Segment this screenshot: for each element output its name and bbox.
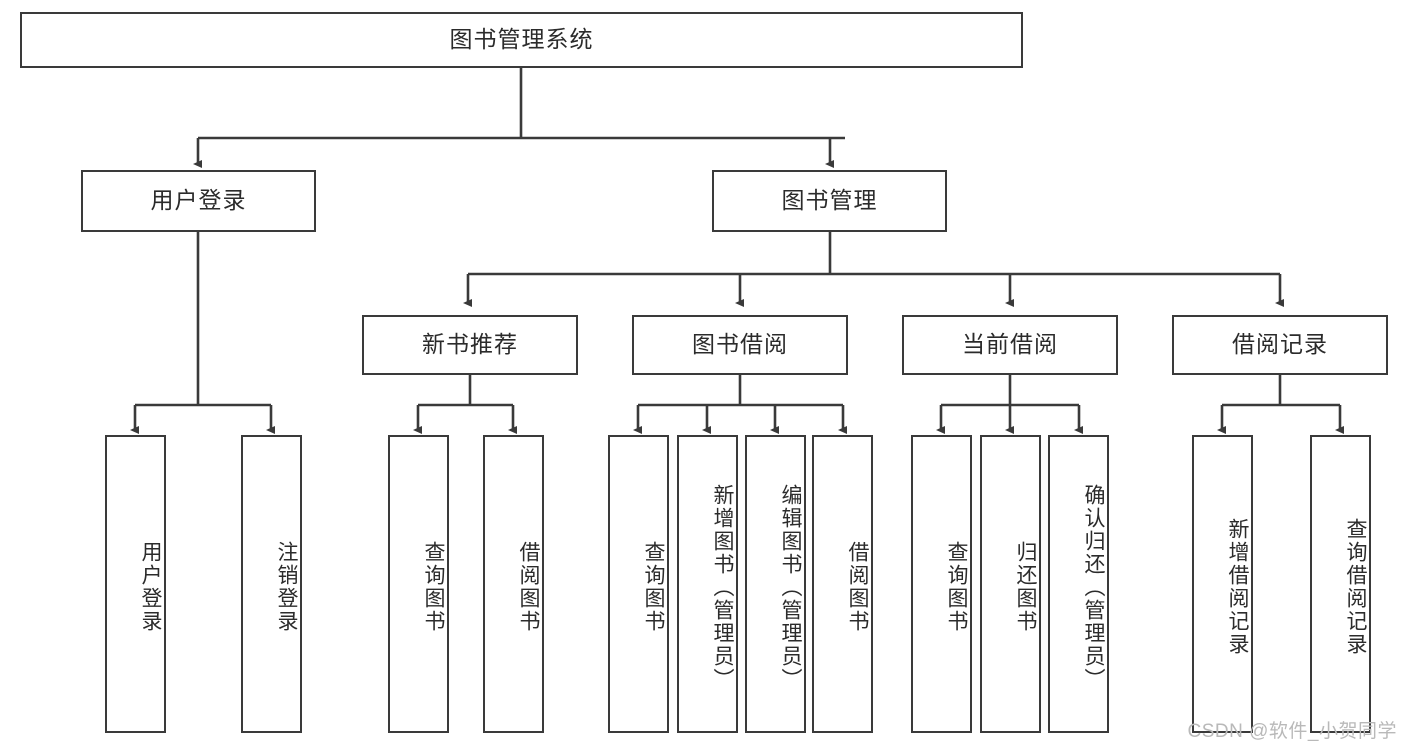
node-root-book-management-system[interactable]: 图书管理系统 bbox=[20, 12, 1023, 68]
node-user-login[interactable]: 用户登录 bbox=[81, 170, 316, 232]
leaf-label: 查询图书 bbox=[945, 541, 968, 633]
watermark-text: CSDN @软件_小贺同学 bbox=[1187, 721, 1397, 742]
leaf-label: 确认归还（管理员） bbox=[1082, 483, 1105, 691]
leaf-label: 借阅图书 bbox=[846, 541, 869, 633]
leaf-label: 归还图书 bbox=[1014, 541, 1037, 633]
node-leaf-borrow-book-1[interactable]: 借阅图书 bbox=[483, 435, 544, 733]
node-leaf-user-login[interactable]: 用户登录 bbox=[105, 435, 166, 733]
leaf-label: 查询图书 bbox=[422, 541, 445, 633]
leaf-label: 编辑图书（管理员） bbox=[779, 483, 802, 691]
node-current-borrow[interactable]: 当前借阅 bbox=[902, 315, 1118, 375]
leaf-label: 新增借阅记录 bbox=[1226, 518, 1249, 656]
node-book-borrow[interactable]: 图书借阅 bbox=[632, 315, 848, 375]
node-borrow-record[interactable]: 借阅记录 bbox=[1172, 315, 1388, 375]
node-book-management[interactable]: 图书管理 bbox=[712, 170, 947, 232]
node-leaf-query-book-2[interactable]: 查询图书 bbox=[608, 435, 669, 733]
node-leaf-query-record[interactable]: 查询借阅记录 bbox=[1310, 435, 1371, 733]
leaf-label: 新增图书（管理员） bbox=[711, 483, 734, 691]
leaf-label: 查询借阅记录 bbox=[1344, 518, 1367, 656]
node-leaf-add-record[interactable]: 新增借阅记录 bbox=[1192, 435, 1253, 733]
leaf-label: 借阅图书 bbox=[517, 541, 540, 633]
node-leaf-return-book[interactable]: 归还图书 bbox=[980, 435, 1041, 733]
node-leaf-confirm-return[interactable]: 确认归还（管理员） bbox=[1048, 435, 1109, 733]
node-leaf-add-book[interactable]: 新增图书（管理员） bbox=[677, 435, 738, 733]
node-leaf-query-book-3[interactable]: 查询图书 bbox=[911, 435, 972, 733]
leaf-label: 注销登录 bbox=[275, 541, 298, 633]
node-leaf-query-book-1[interactable]: 查询图书 bbox=[388, 435, 449, 733]
node-leaf-user-logout[interactable]: 注销登录 bbox=[241, 435, 302, 733]
leaf-label: 查询图书 bbox=[642, 541, 665, 633]
node-leaf-borrow-book-2[interactable]: 借阅图书 bbox=[812, 435, 873, 733]
node-leaf-edit-book[interactable]: 编辑图书（管理员） bbox=[745, 435, 806, 733]
node-new-book-recommend[interactable]: 新书推荐 bbox=[362, 315, 578, 375]
leaf-label: 用户登录 bbox=[139, 541, 162, 633]
